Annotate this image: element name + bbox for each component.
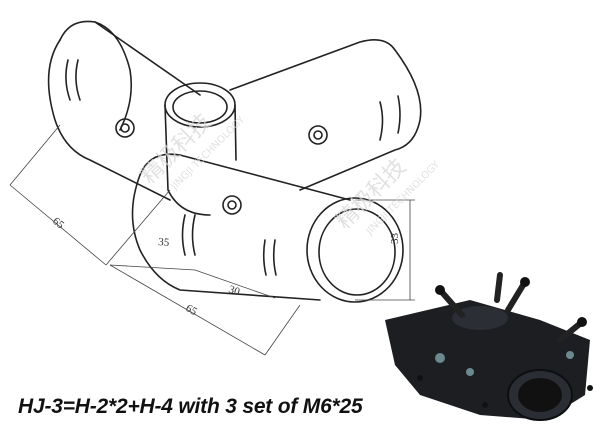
dimension-65-left: 65 [50, 215, 67, 232]
watermark: 精极科技 JINGJI TECHNOLOGY 精极科技 JINGJI TECHN… [137, 109, 443, 237]
right-tube [229, 39, 422, 191]
dimension-30: 30 [227, 283, 242, 298]
left-tube [47, 20, 201, 201]
dimension-35: 35 [158, 236, 171, 249]
front-tube [131, 153, 404, 303]
center-ring [164, 82, 242, 216]
dimension-33: 33 [389, 233, 401, 245]
product-caption: HJ-3=H-2*2+H-4 with 3 set of M6*25 [18, 395, 363, 418]
product-photo [385, 272, 593, 421]
